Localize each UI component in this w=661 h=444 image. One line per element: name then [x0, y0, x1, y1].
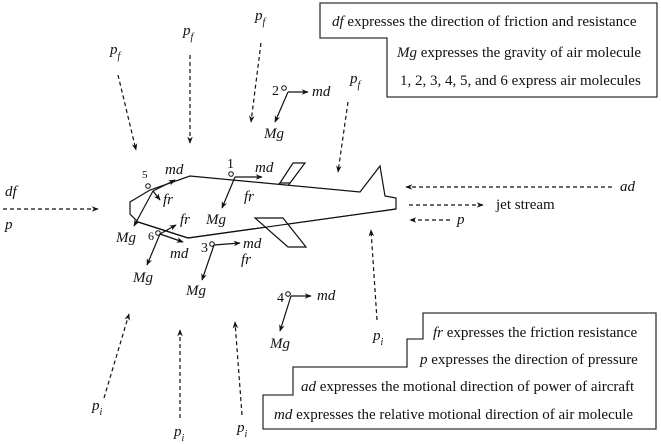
pi-label-1: pi: [91, 398, 103, 418]
molecule-5: 5 md fr Mg: [115, 162, 184, 246]
molecule-5-mg-arrow: [133, 190, 154, 227]
molecule-1-md-label: md: [255, 160, 274, 176]
pf-label-4: pf: [349, 71, 362, 91]
molecule-2: 2 md Mg: [263, 84, 331, 142]
rear-arrows: ad jet stream p: [405, 179, 636, 228]
legend-top-item-molecules: 1, 2, 3, 4, 5, and 6 express air molecul…: [400, 73, 641, 89]
molecule-6-md-label: md: [170, 246, 189, 262]
molecule-5-md-label: md: [165, 162, 184, 178]
df-label: df: [5, 184, 19, 200]
molecule-1-mg-arrow: [221, 176, 236, 209]
legend-bottom-border: [262, 312, 657, 430]
pi-arrow-1: [103, 313, 130, 399]
legend-top-item-mg: Mg expresses the gravity of air molecule: [396, 45, 641, 61]
p-label-right: p: [456, 212, 465, 228]
lower-wing: [253, 217, 308, 248]
pf-arrow-1: [117, 74, 138, 151]
pf-arrows: pf pf pf pf: [109, 8, 362, 173]
molecule-4-mg-label: Mg: [269, 336, 290, 352]
molecule-6-md-arrow: [159, 233, 184, 243]
molecule-6-mg-label: Mg: [132, 270, 153, 286]
molecule-5-mg-label: Mg: [115, 230, 136, 246]
molecule-3-md-label: md: [243, 236, 262, 252]
molecule-5-fr-label: fr: [163, 192, 173, 208]
front-resistance-arrow: df p: [3, 184, 99, 233]
molecule-1-number: 1: [227, 157, 234, 172]
molecule-3-mg-label: Mg: [185, 283, 206, 299]
legend-bottom-item-p: p expresses the direction of pressure: [419, 352, 638, 368]
pi-label-3: pi: [236, 420, 248, 440]
pf-label-3: pf: [254, 8, 267, 28]
molecule-3-md-arrow: [213, 240, 241, 247]
molecule-6-number: 6: [148, 229, 154, 243]
molecule-1-fr-label: fr: [244, 189, 254, 205]
molecule-3: 3 md fr Mg: [185, 236, 262, 299]
pi-arrows: pi pi pi pi: [91, 229, 384, 444]
pf-arrow-3: [249, 42, 262, 123]
molecule-4-number: 4: [277, 291, 284, 306]
fuselage-underside: [137, 208, 397, 239]
pf-label-1: pf: [109, 42, 122, 62]
molecule-4-mg-arrow: [279, 295, 292, 332]
molecule-2-md-label: md: [312, 84, 331, 100]
molecule-3-fr-label: fr: [241, 252, 251, 268]
molecule-6-fr-arrow: [159, 224, 177, 235]
pi-label-2: pi: [173, 424, 185, 444]
molecule-1-mg-label: Mg: [205, 212, 226, 228]
molecule-3-mg-arrow: [201, 244, 215, 281]
upper-wing-visible: [278, 162, 307, 184]
molecule-6: 6 fr md Mg: [132, 212, 190, 286]
molecule-1-dot: [228, 171, 234, 177]
p-label-left: p: [4, 217, 13, 233]
ad-label: ad: [620, 179, 636, 195]
jet-stream-label: jet stream: [495, 197, 555, 213]
molecule-4-md-label: md: [317, 288, 336, 304]
legend-top-border: [319, 2, 658, 98]
molecule-2-dot: [281, 85, 287, 91]
legend-bottom-item-md: md expresses the relative motional direc…: [274, 407, 633, 423]
pi-arrow-3: [232, 321, 243, 416]
molecule-5-fr-arrow: [152, 190, 161, 201]
pi-arrow-4: [368, 229, 378, 321]
molecule-6-dot: [155, 230, 161, 236]
pi-label-4: pi: [372, 328, 384, 348]
molecule-3-number: 3: [201, 241, 208, 256]
molecule-5-number: 5: [142, 169, 148, 181]
molecule-4-dot: [285, 291, 291, 297]
molecule-5-dot: [145, 183, 151, 189]
legend-bottom-item-fr: fr expresses the friction resistance: [433, 325, 637, 341]
pf-label-2: pf: [182, 23, 195, 43]
molecule-2-mg-arrow: [274, 91, 289, 123]
molecule-5-md-arrow: [152, 179, 176, 192]
legend-bottom: fr expresses the friction resistance p e…: [262, 312, 657, 430]
legend-top: df expresses the direction of friction a…: [319, 2, 658, 98]
molecule-6-mg-arrow: [146, 233, 161, 266]
molecule-2-number: 2: [272, 84, 279, 99]
legend-top-item-df: df expresses the direction of friction a…: [332, 14, 637, 30]
molecule-2-mg-label: Mg: [263, 126, 284, 142]
aircraft: [129, 162, 397, 248]
legend-bottom-item-ad: ad expresses the motional direction of p…: [301, 379, 635, 395]
molecule-4: 4 md Mg: [269, 288, 336, 352]
molecule-3-dot: [209, 241, 215, 247]
pf-arrow-4: [336, 101, 349, 173]
molecule-6-fr-label: fr: [180, 212, 190, 228]
molecule-1: 1 md Mg fr: [205, 157, 274, 228]
